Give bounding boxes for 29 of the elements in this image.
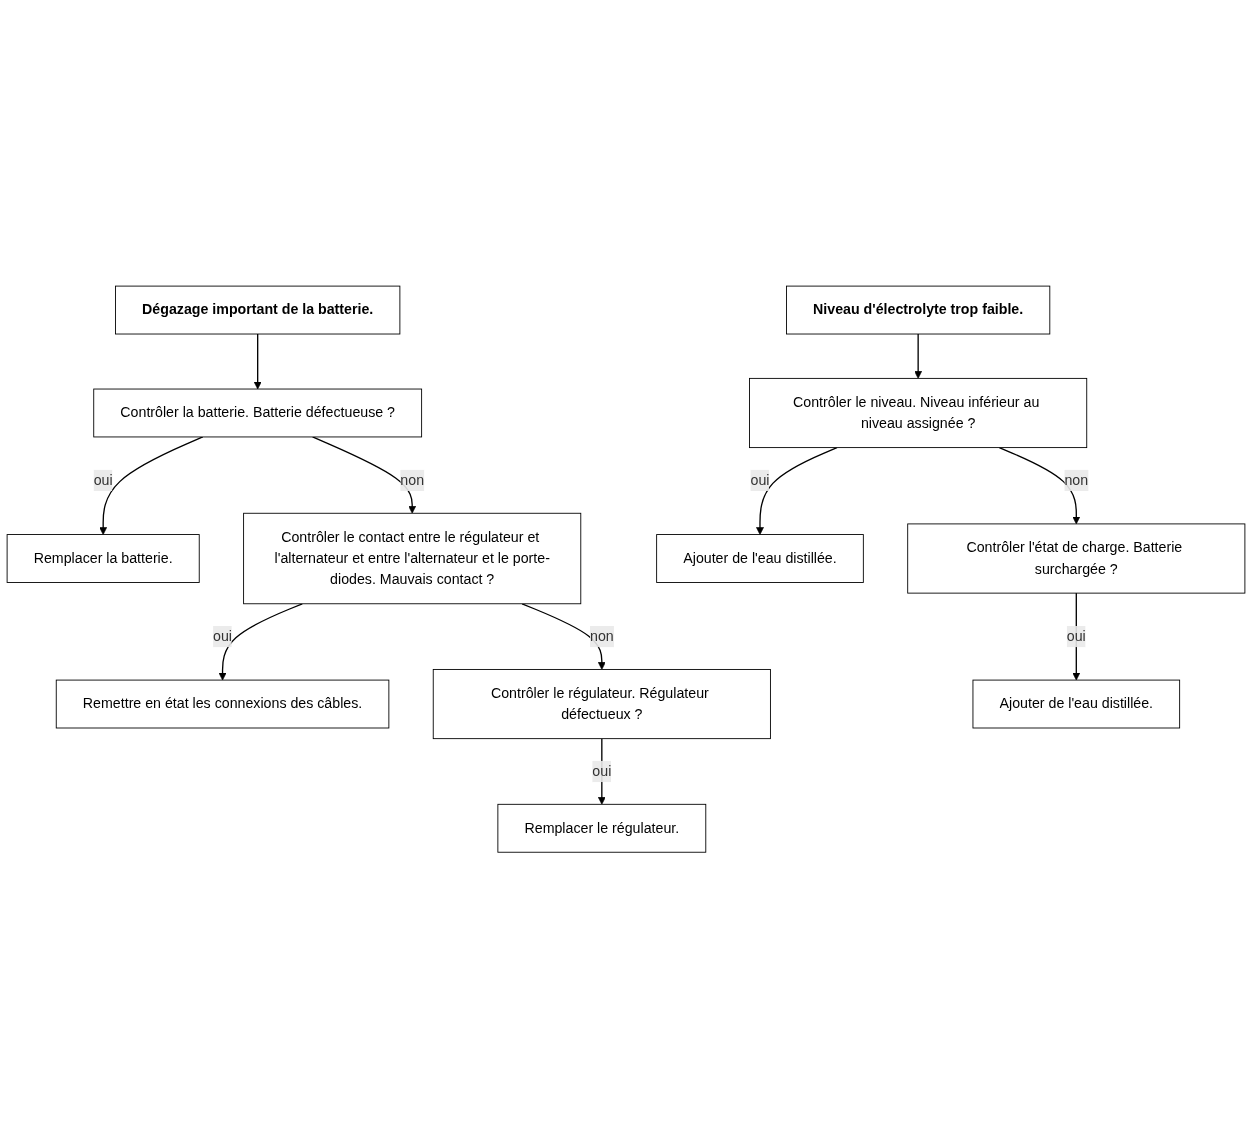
node-box: Contrôler l'état de charge. Batterie surchargée ? — [907, 523, 1246, 594]
node-box: Ajouter de l'eau distillée. — [972, 679, 1181, 729]
edge-label: non — [1064, 472, 1089, 488]
arrow — [253, 333, 262, 390]
node-box: Niveau d'électrolyte trop faible. — [786, 285, 1051, 335]
arrow — [1072, 592, 1081, 681]
edge-label: oui — [750, 472, 770, 488]
node-box: Contrôler la batterie. Batterie défectueuse ? — [93, 388, 423, 438]
arrow — [99, 436, 204, 535]
node-box: Contrôler le niveau. Niveau inférieur au niveau assignée ? — [749, 377, 1088, 448]
node-box: Remplacer la batterie. — [6, 533, 200, 583]
arrow — [914, 333, 923, 379]
arrow — [218, 602, 303, 681]
edge-label: oui — [93, 472, 113, 488]
node-box: Dégazage important de la batterie. — [115, 285, 401, 335]
edge-label: oui — [1066, 628, 1086, 644]
edge-label: non — [400, 472, 425, 488]
edge-label: non — [589, 628, 614, 644]
arrow — [311, 436, 417, 514]
edge-label: oui — [592, 763, 612, 779]
edge-label: oui — [213, 628, 233, 644]
node-box: Contrôler le régulateur. Régulateur défectueux ? — [432, 668, 771, 739]
node-box: Ajouter de l'eau distillée. — [656, 533, 864, 583]
arrow — [756, 446, 838, 535]
arrow — [998, 446, 1081, 525]
arrow — [521, 602, 606, 670]
node-box: Contrôler le contact entre le régulateur et l'alternateur et entre l'alternateur et le porte-diodes. Mauvais contact ? — [243, 512, 582, 605]
node-box: Remplacer le régulateur. — [497, 803, 707, 853]
node-box: Remettre en état les connexions des câbles. — [55, 679, 390, 729]
